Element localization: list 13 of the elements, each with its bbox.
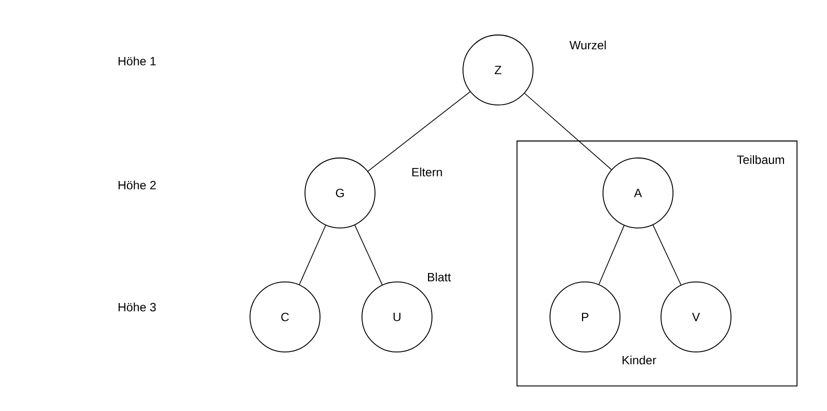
node-caption: Blatt <box>428 272 451 282</box>
node-caption: Wurzel <box>570 40 606 50</box>
level-label: Kinder <box>622 356 656 364</box>
tree-edge <box>368 91 470 172</box>
node-caption: Eltern <box>412 168 442 176</box>
level-label: Höhe 2 <box>118 180 156 190</box>
level-label: Höhe 3 <box>118 302 156 312</box>
tree-edge <box>354 224 383 286</box>
tree-edge <box>298 224 326 285</box>
tree-edge <box>652 224 682 286</box>
level-label: Höhe 1 <box>118 56 156 66</box>
tree-edge <box>598 225 624 285</box>
tree-edge <box>524 92 612 170</box>
